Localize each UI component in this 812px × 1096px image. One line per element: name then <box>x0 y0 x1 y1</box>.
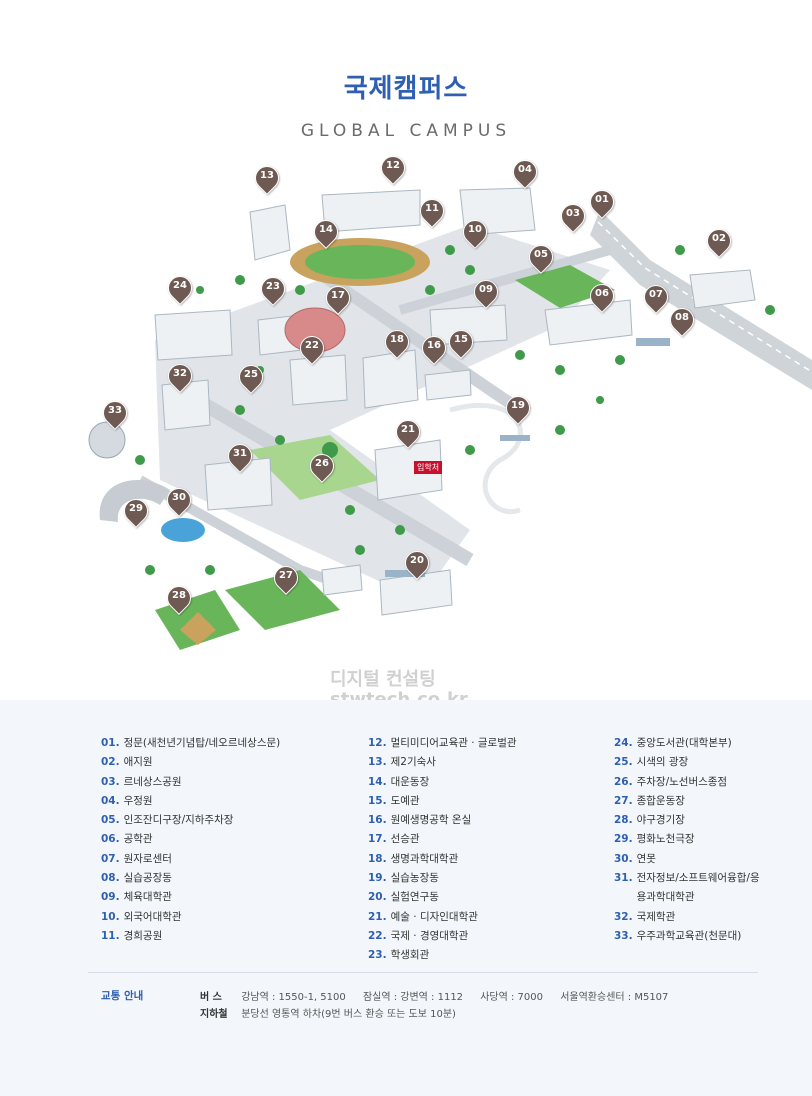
admission-office-tag[interactable]: 입학처 <box>414 461 443 474</box>
map-marker[interactable]: 17 <box>321 281 355 316</box>
map-marker[interactable]: 12 <box>376 151 410 186</box>
legend-item: 20.실험연구동 <box>368 891 439 904</box>
legend-item: 26.주차장/노선버스종점 <box>614 775 728 788</box>
map-marker[interactable]: 29 <box>119 494 153 529</box>
legend-item: 33.우주과학교육관(천문대) <box>614 929 742 942</box>
map-marker[interactable]: 02 <box>702 224 736 259</box>
east-road <box>398 245 612 315</box>
transport-title: 교통 안내 <box>101 990 144 1002</box>
map-marker[interactable]: 06 <box>585 279 619 314</box>
map-marker[interactable]: 25 <box>234 360 268 395</box>
bus-route: 강남역 : 1550-1, 5100 <box>241 992 346 1003</box>
legend-item: 22.국제 · 경영대학관 <box>368 929 469 942</box>
map-marker[interactable]: 28 <box>162 581 196 616</box>
map-marker[interactable]: 05 <box>524 240 558 275</box>
campus-map-illustration <box>88 187 812 650</box>
legend-item: 10.외국어대학관 <box>101 910 182 923</box>
legend-item: 01.정문(새천년기념탑/네오르네상스문) <box>101 737 281 749</box>
legend-item: 17.선승관 <box>368 833 420 846</box>
legend-item: 11.경희공원 <box>101 929 163 942</box>
map-marker[interactable]: 16 <box>417 331 451 366</box>
map-marker[interactable]: 19 <box>501 391 535 426</box>
legend-item: 15.도예관 <box>368 794 420 807</box>
legend-item: 19.실습농장동 <box>368 872 439 885</box>
map-marker[interactable]: 04 <box>508 155 542 190</box>
bus-route: 사당역 : 7000 <box>480 992 544 1003</box>
legend-item: 02.애지원 <box>101 756 153 769</box>
legend-item: 14.대운동장 <box>368 775 430 788</box>
map-marker[interactable]: 10 <box>458 215 492 250</box>
path-19 <box>449 402 523 515</box>
bus-label: 버 스 <box>200 992 222 1003</box>
bus-row: 버 스 강남역 : 1550-1, 5100 잠실역 : 강변역 : 1112 … <box>200 988 682 1003</box>
legend-panel: 01.정문(새천년기념탑/네오르네상스문) 02.애지원 03.르네상스공원 0… <box>0 700 812 1096</box>
legend-item: 23.학생회관 <box>368 949 430 962</box>
baseball-diamond <box>180 612 216 645</box>
legend-item: 06.공학관 <box>101 833 153 846</box>
map-marker[interactable]: 23 <box>256 272 290 307</box>
map-marker[interactable]: 11 <box>415 194 449 229</box>
map-marker[interactable]: 15 <box>444 325 478 360</box>
legend-item: 16.원예생명공학 온실 <box>368 814 472 827</box>
page-title: 국제캠퍼스 <box>343 74 469 104</box>
map-marker[interactable]: 09 <box>469 275 503 310</box>
sports-field-27 <box>225 570 340 630</box>
subway-label: 지하철 <box>200 1009 228 1020</box>
building-legend: 01.정문(새천년기념탑/네오르네상스문) 02.애지원 03.르네상스공원 0… <box>101 734 781 974</box>
map-marker[interactable]: 18 <box>380 325 414 360</box>
legend-item: 32.국제학관 <box>614 910 676 923</box>
page-subtitle: GLOBAL CAMPUS <box>300 121 512 141</box>
legend-column-2: 12.멀티미디어교육관 · 글로벌관 13.제2기숙사 14.대운동장 15.도… <box>368 734 608 966</box>
trees <box>135 245 775 575</box>
subway-directions: 분당선 영통역 하차(9번 버스 환승 또는 도보 10분) <box>241 1009 456 1020</box>
roofs <box>385 338 670 577</box>
map-marker[interactable]: 07 <box>639 280 673 315</box>
divider <box>88 972 758 973</box>
map-marker[interactable]: 24 <box>163 271 197 306</box>
legend-item: 05.인조잔디구장/지하주차장 <box>101 814 234 827</box>
legend-item: 03.르네상스공원 <box>101 775 182 788</box>
legend-column-1: 01.정문(새천년기념탑/네오르네상스문) 02.애지원 03.르네상스공원 0… <box>101 734 356 946</box>
map-marker[interactable]: 03 <box>556 199 590 234</box>
legend-item: 13.제2기숙사 <box>368 756 436 769</box>
bus-route: 서울역환승센터 : M5107 <box>560 992 669 1003</box>
map-marker[interactable]: 26 <box>305 449 339 484</box>
legend-item: 18.생명과학대학관 <box>368 852 459 865</box>
pond <box>161 518 205 542</box>
legend-item: 24.중앙도서관(대학본부) <box>614 737 732 749</box>
header: 국제캠퍼스 GLOBAL CAMPUS <box>0 68 812 141</box>
legend-item: 30.연못 <box>614 852 656 865</box>
legend-item: 08.실습공장동 <box>101 872 172 885</box>
stadium-field <box>305 245 415 279</box>
map-marker[interactable]: 08 <box>665 303 699 338</box>
legend-item: 07.원자로센터 <box>101 852 172 865</box>
map-marker[interactable]: 01 <box>585 185 619 220</box>
bus-route: 잠실역 : 강변역 : 1112 <box>362 992 464 1003</box>
map-marker[interactable]: 30 <box>162 483 196 518</box>
map-marker[interactable]: 14 <box>309 215 343 250</box>
map-marker[interactable]: 22 <box>295 331 329 366</box>
legend-item: 09.체육대학관 <box>101 891 172 904</box>
map-marker[interactable]: 20 <box>400 546 434 581</box>
map-marker[interactable]: 21 <box>391 415 425 450</box>
legend-item: 29.평화노천극장 <box>614 833 695 846</box>
legend-item: 12.멀티미디어교육관 · 글로벌관 <box>368 737 517 749</box>
map-marker[interactable]: 31 <box>223 439 257 474</box>
map-marker[interactable]: 33 <box>98 396 132 431</box>
legend-item: 25.시색의 광장 <box>614 756 689 769</box>
subway-row: 지하철 분당선 영통역 하차(9번 버스 환승 또는 도보 10분) <box>200 1005 456 1020</box>
legend-item: 04.우정원 <box>101 794 153 807</box>
map-marker[interactable]: 13 <box>250 161 284 196</box>
legend-item: 28.야구경기장 <box>614 814 685 827</box>
legend-item: 27.종합운동장 <box>614 794 685 807</box>
legend-item: 31.전자정보/소프트웨어융합/응용과학대학관 <box>614 872 760 904</box>
legend-item: 21.예술 · 디자인대학관 <box>368 910 478 923</box>
amphitheater <box>99 480 170 522</box>
map-marker[interactable]: 32 <box>163 359 197 394</box>
campus-map[interactable]: 01 02 03 04 05 06 07 08 09 10 11 12 13 1… <box>0 150 812 710</box>
map-marker[interactable]: 27 <box>269 561 303 596</box>
legend-column-3: 24.중앙도서관(대학본부) 25.시색의 광장 26.주차장/노선버스종점 2… <box>614 734 774 946</box>
